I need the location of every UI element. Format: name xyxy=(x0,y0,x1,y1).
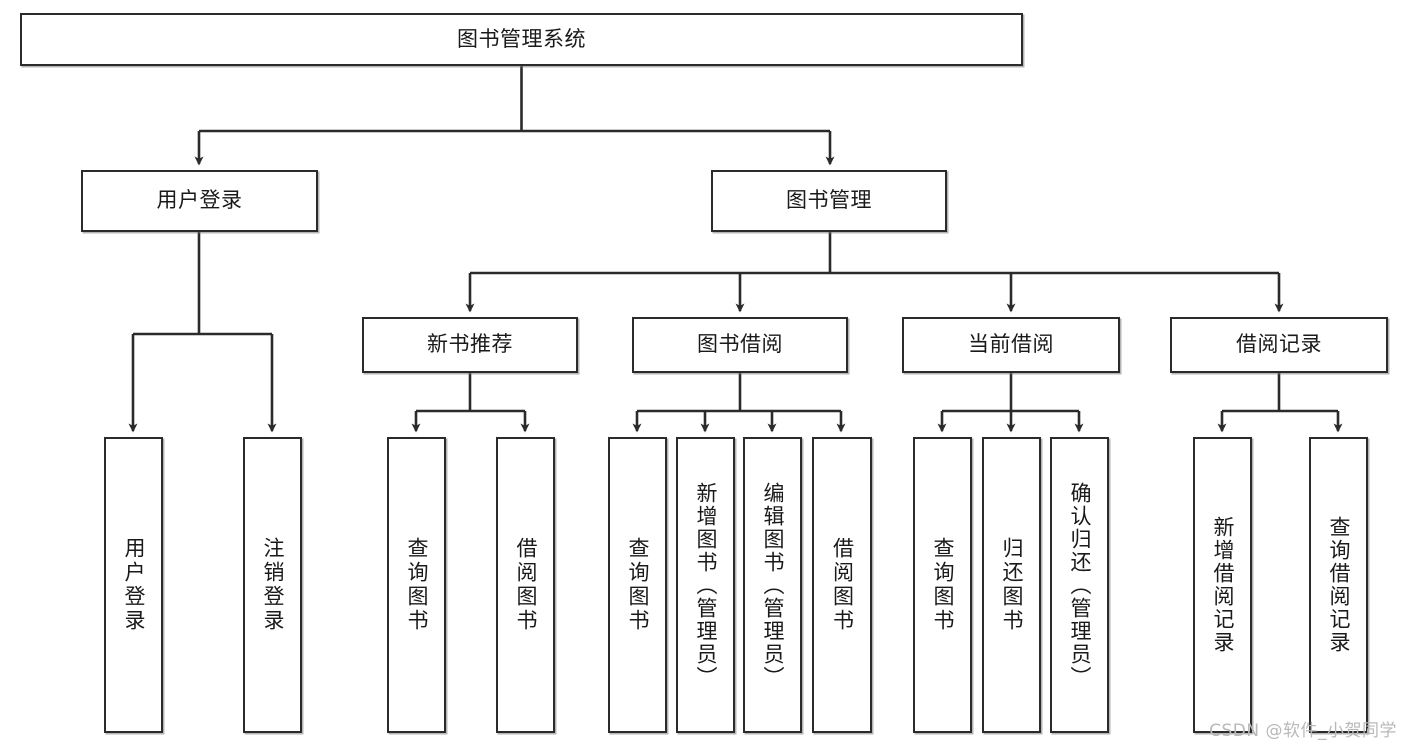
leaf-user-login-logout-label: 注销登录 xyxy=(261,537,285,633)
node-user-login[interactable]: 用户登录 xyxy=(81,170,318,232)
leaf-current-borrow-return-label: 归还图书 xyxy=(1000,537,1024,633)
leaf-user-login-login[interactable]: 用户登录 xyxy=(104,437,163,733)
node-root-system[interactable]: 图书管理系统 xyxy=(20,13,1023,66)
leaf-new-book-borrow[interactable]: 借阅图书 xyxy=(496,437,555,733)
node-borrow-record[interactable]: 借阅记录 xyxy=(1170,317,1388,373)
leaf-new-book-query-label: 查询图书 xyxy=(405,537,429,633)
leaf-borrow-record-add[interactable]: 新增借阅记录 xyxy=(1193,437,1252,733)
leaf-borrow-record-add-label: 新增借阅记录 xyxy=(1211,516,1235,654)
leaf-book-borrow-add-label: 新增图书（管理员） xyxy=(694,481,718,689)
leaf-borrow-record-query[interactable]: 查询借阅记录 xyxy=(1309,437,1368,733)
leaf-book-borrow-query[interactable]: 查询图书 xyxy=(608,437,667,733)
leaf-user-login-login-label: 用户登录 xyxy=(122,537,146,633)
node-borrow-record-label: 借阅记录 xyxy=(1236,332,1322,357)
leaf-borrow-record-query-label: 查询借阅记录 xyxy=(1327,516,1351,654)
leaf-book-borrow-add[interactable]: 新增图书（管理员） xyxy=(676,437,735,733)
leaf-user-login-logout[interactable]: 注销登录 xyxy=(243,437,302,733)
leaf-book-borrow-borrow[interactable]: 借阅图书 xyxy=(812,437,872,733)
node-root-system-label: 图书管理系统 xyxy=(457,26,586,51)
leaf-current-borrow-query-label: 查询图书 xyxy=(931,537,955,633)
leaf-book-borrow-edit[interactable]: 编辑图书（管理员） xyxy=(743,437,802,733)
leaf-new-book-query[interactable]: 查询图书 xyxy=(387,437,446,733)
node-book-management-label: 图书管理 xyxy=(786,188,872,213)
leaf-book-borrow-borrow-label: 借阅图书 xyxy=(830,537,855,633)
node-book-borrow-label: 图书借阅 xyxy=(697,332,783,357)
leaf-current-borrow-query[interactable]: 查询图书 xyxy=(913,437,972,733)
leaf-current-borrow-confirm-return[interactable]: 确认归还（管理员） xyxy=(1050,437,1109,733)
node-new-book-recommend-label: 新书推荐 xyxy=(427,332,513,357)
node-user-login-label: 用户登录 xyxy=(156,188,243,213)
node-new-book-recommend[interactable]: 新书推荐 xyxy=(362,317,578,373)
node-book-borrow[interactable]: 图书借阅 xyxy=(632,317,848,373)
leaf-book-borrow-query-label: 查询图书 xyxy=(626,537,650,633)
node-book-management[interactable]: 图书管理 xyxy=(711,170,947,232)
node-current-borrow-label: 当前借阅 xyxy=(968,332,1054,357)
node-current-borrow[interactable]: 当前借阅 xyxy=(902,317,1120,373)
leaf-current-borrow-return[interactable]: 归还图书 xyxy=(982,437,1041,733)
leaf-new-book-borrow-label: 借阅图书 xyxy=(514,537,538,633)
leaf-current-borrow-confirm-return-label: 确认归还（管理员） xyxy=(1068,481,1092,689)
leaf-book-borrow-edit-label: 编辑图书（管理员） xyxy=(761,481,785,689)
